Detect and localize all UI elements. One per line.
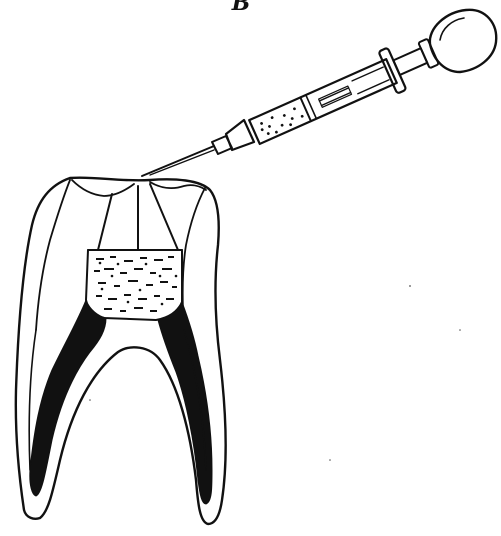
bulb-highlight [440, 18, 464, 40]
needle-shaft-2 [150, 150, 214, 175]
paper-specks [89, 285, 461, 461]
syringe-icon [142, 10, 496, 176]
figure-label: B [226, 0, 256, 14]
crown-top [72, 180, 134, 196]
access-cavity-right [150, 184, 178, 250]
access-cavity-left [98, 194, 112, 250]
root-canal-left [30, 300, 106, 496]
barrel [245, 31, 443, 153]
pulp-chamber-stipple [94, 256, 177, 312]
rubber-bulb [430, 10, 496, 72]
needle [142, 146, 214, 176]
tooth-icon [16, 178, 226, 524]
barrel-tip [226, 120, 254, 150]
enamel-right [183, 188, 205, 330]
pulp-chamber [86, 250, 182, 320]
